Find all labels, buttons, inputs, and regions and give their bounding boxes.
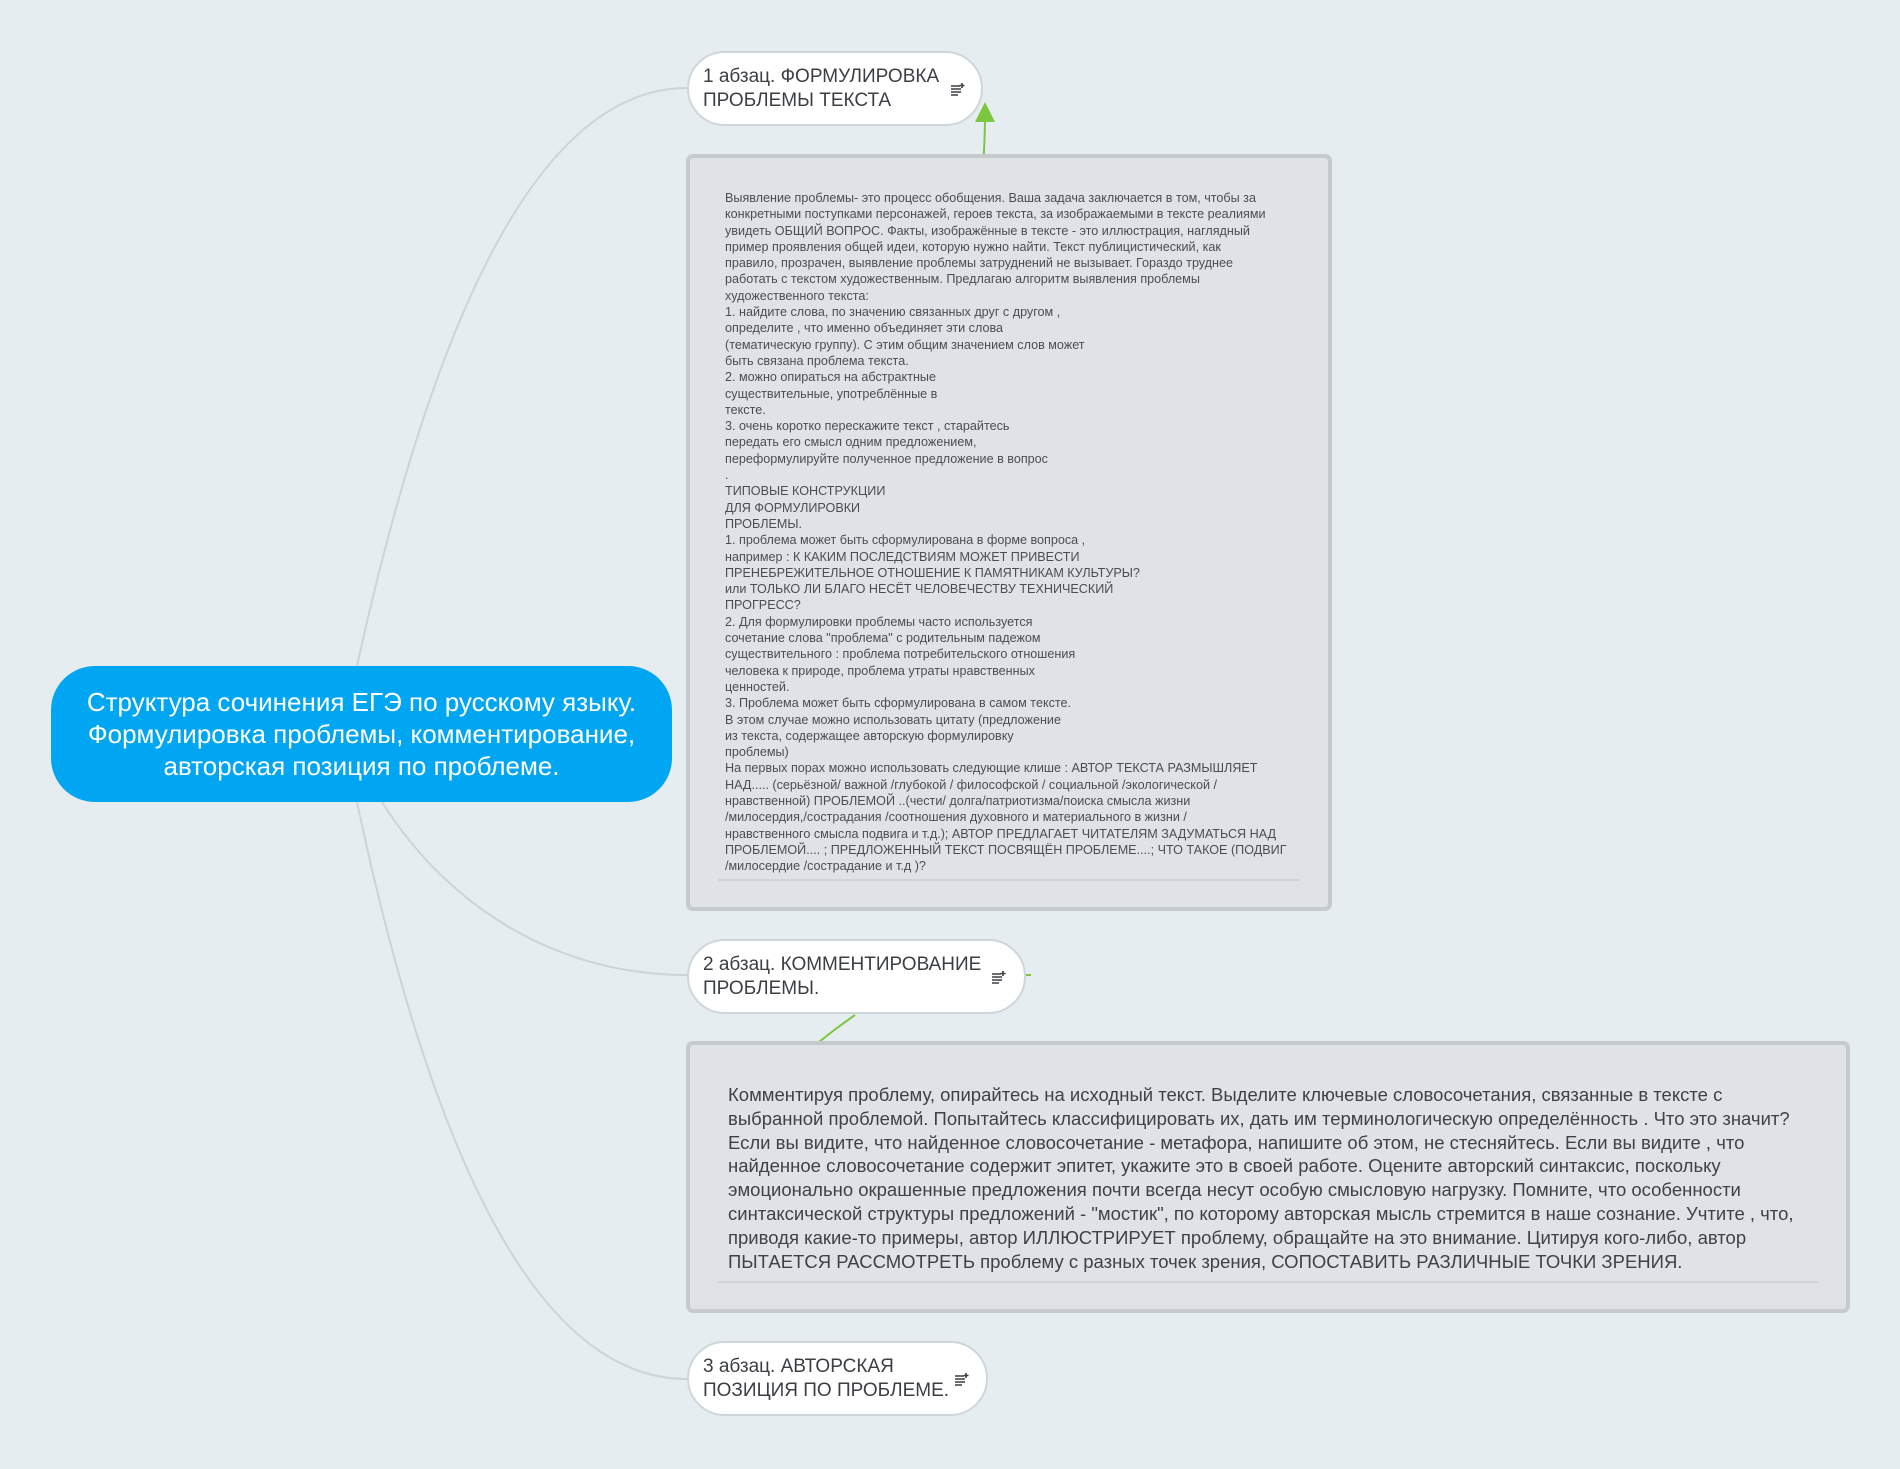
- central-topic-line: авторская позиция по проблеме.: [163, 751, 560, 781]
- note-text: Выявление проблемы- это процесс обобщени…: [725, 191, 1287, 874]
- connector-topic-3: [356, 801, 688, 1380]
- topic-paragraph-2[interactable]: 2 абзац. КОММЕНТИРОВАНИЕ ПРОБЛЕМЫ.: [687, 939, 1026, 1014]
- topic-label-line: ПОЗИЦИЯ ПО ПРОБЛЕМЕ.: [703, 1380, 950, 1401]
- note-divider: [718, 1281, 1818, 1283]
- central-topic-line: Формулировка проблемы, комментирование,: [87, 719, 636, 749]
- topic-label-line: 2 абзац. КОММЕНТИРОВАНИЕ: [703, 954, 982, 975]
- topic-paragraph-1[interactable]: 1 абзац. ФОРМУЛИРОВКА ПРОБЛЕМЫ ТЕКСТА: [687, 51, 983, 126]
- add-note-icon[interactable]: [950, 82, 966, 96]
- topic-label-line: 3 абзац. АВТОРСКАЯ: [703, 1356, 894, 1377]
- note-divider: [718, 879, 1300, 881]
- topic-paragraph-3[interactable]: 3 абзац. АВТОРСКАЯ ПОЗИЦИЯ ПО ПРОБЛЕМЕ.: [687, 1341, 988, 1416]
- add-note-icon[interactable]: [954, 1372, 970, 1386]
- note-commentary: Комментируя проблему, опирайтесь на исхо…: [686, 1041, 1850, 1313]
- note-formulation: Выявление проблемы- это процесс обобщени…: [686, 154, 1332, 911]
- topic-label-line: 1 абзац. ФОРМУЛИРОВКА: [703, 66, 940, 87]
- add-note-icon[interactable]: [991, 970, 1007, 984]
- central-topic[interactable]: Структура сочинения ЕГЭ по русскому язык…: [51, 666, 672, 802]
- topic-label-line: ПРОБЛЕМЫ ТЕКСТА: [703, 90, 892, 111]
- note-text: Комментируя проблему, опирайтесь на исхо…: [728, 1084, 1794, 1272]
- topic-label-line: ПРОБЛЕМЫ.: [703, 978, 820, 999]
- central-topic-line: Структура сочинения ЕГЭ по русскому язык…: [86, 687, 637, 717]
- connector-topic-2: [381, 801, 688, 976]
- connector-topic-1: [356, 87, 688, 667]
